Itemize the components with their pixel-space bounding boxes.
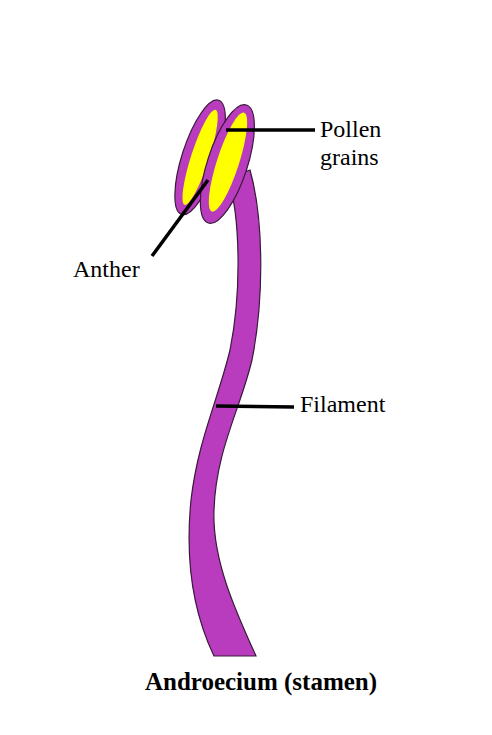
filament-shape <box>189 170 261 656</box>
leader-line <box>226 128 315 132</box>
figure-caption: Androecium (stamen) <box>145 668 377 697</box>
part-label: Pollen grains <box>320 116 415 171</box>
part-label: Filament <box>300 391 385 419</box>
leader-line <box>152 180 208 256</box>
leader-line <box>216 406 294 407</box>
anther-shape <box>164 91 265 229</box>
part-label: Anther <box>73 256 140 284</box>
